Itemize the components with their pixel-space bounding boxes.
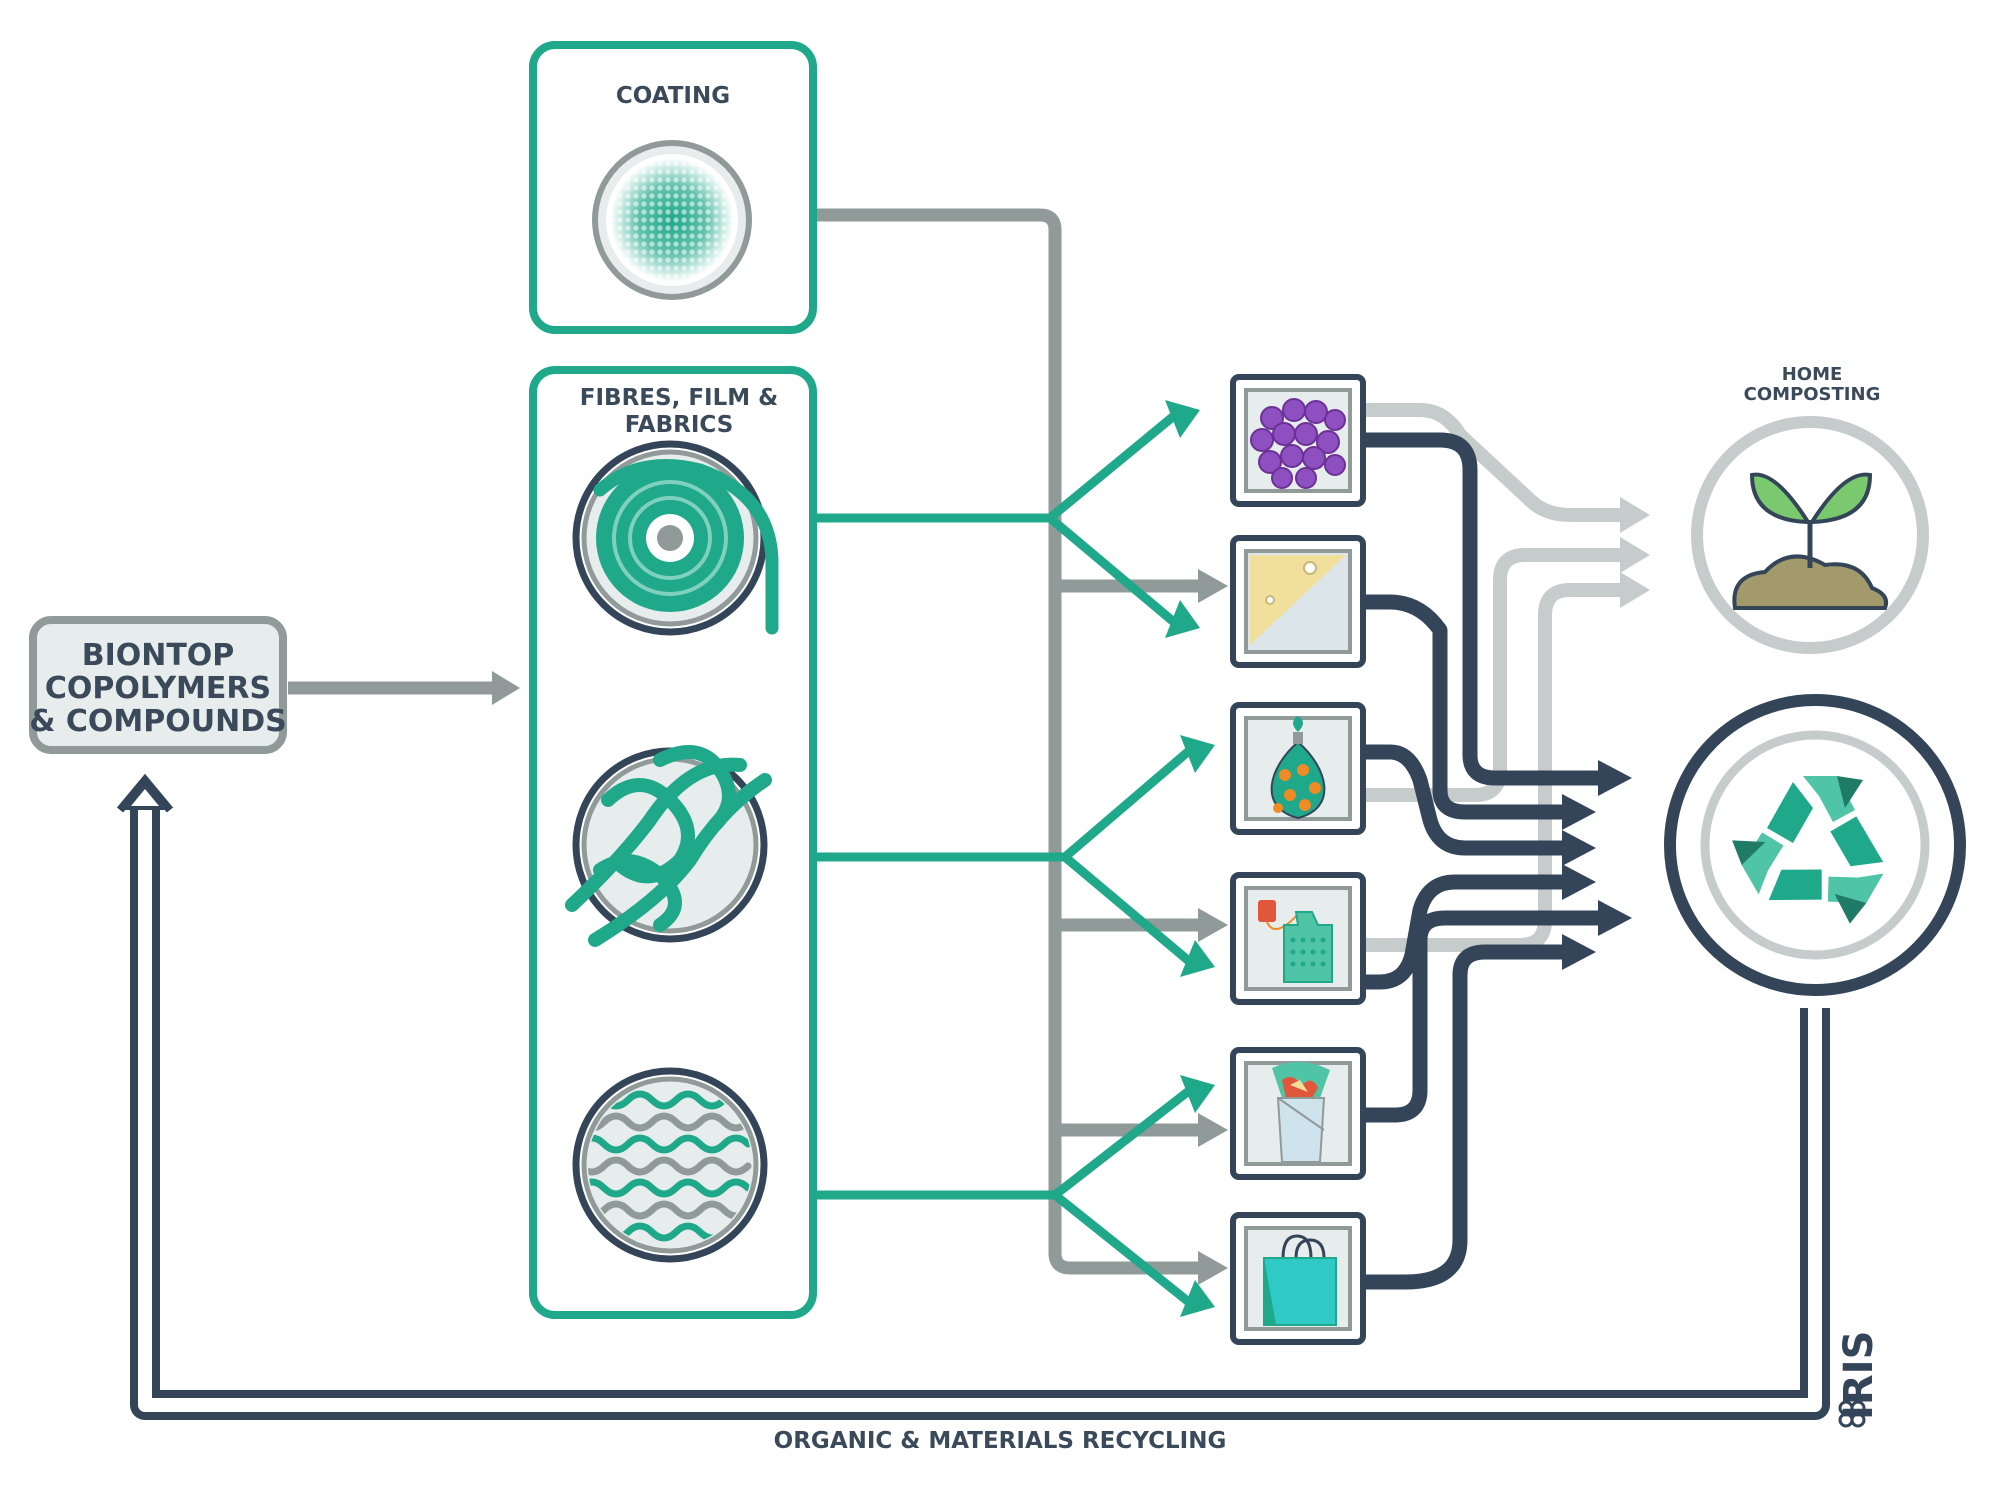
food-wrap-icon bbox=[1272, 1061, 1330, 1163]
iris-logo-text: IRIS bbox=[1836, 1331, 1882, 1420]
fibres-label-line1: FIBRES, FILM & bbox=[580, 385, 778, 411]
product-tea-bag bbox=[1230, 872, 1366, 1005]
composting-arrowheads bbox=[1620, 497, 1650, 608]
home-composting-label-line1: HOME bbox=[1782, 364, 1843, 385]
source-label-line1: BIONTOP bbox=[82, 638, 235, 673]
product-cheese-wrap bbox=[1230, 535, 1366, 668]
recycling-station bbox=[1664, 694, 1966, 996]
source-box: BIONTOP COPOLYMERS & COMPOUNDS bbox=[29, 616, 287, 754]
home-composting-label-line2: COMPOSTING bbox=[1744, 384, 1881, 405]
coating-dots-icon bbox=[592, 140, 752, 300]
coating-label: COATING bbox=[616, 83, 730, 109]
iris-logo: IRIS bbox=[1836, 1331, 1882, 1420]
fabric-weave-icon bbox=[572, 1067, 768, 1263]
grey-distribution-lines bbox=[752, 208, 1205, 1275]
recycling-label: ORGANIC & MATERIALS RECYCLING bbox=[774, 1428, 1227, 1454]
fibres-film-fabrics-panel: FIBRES, FILM & FABRICS bbox=[529, 366, 817, 1319]
home-composting: HOME COMPOSTING bbox=[1691, 364, 1929, 654]
composting-flow-lines bbox=[1360, 403, 1625, 952]
film-roll-icon bbox=[572, 440, 779, 636]
grey-arrowheads bbox=[1198, 569, 1228, 1285]
shopping-bag-icon bbox=[1263, 1234, 1337, 1326]
tea-bag-icon bbox=[1258, 900, 1333, 983]
sprout-icon bbox=[1732, 472, 1889, 610]
recycling-loop bbox=[116, 773, 1830, 1420]
source-label-line2: COPOLYMERS bbox=[45, 671, 271, 706]
coating-panel: COATING bbox=[529, 41, 817, 334]
net-bag-icon bbox=[1270, 716, 1326, 820]
green-arrowheads bbox=[1165, 400, 1215, 1317]
fibre-knot-icon bbox=[565, 745, 772, 947]
iris-logo-mark bbox=[1838, 1400, 1866, 1428]
product-net-bag bbox=[1230, 702, 1366, 835]
cheese-wrap-icon bbox=[1250, 555, 1346, 645]
source-label-line3: & COMPOUNDS bbox=[29, 704, 286, 739]
product-food-wrap bbox=[1230, 1047, 1366, 1180]
fibres-label-line2: FABRICS bbox=[625, 412, 734, 438]
recycle-icon bbox=[1732, 776, 1884, 924]
grapes-tray-icon bbox=[1250, 398, 1346, 489]
recycling-arrowheads bbox=[1562, 760, 1632, 970]
product-grapes-tray bbox=[1230, 374, 1366, 507]
recycling-flow-lines bbox=[1362, 432, 1600, 1290]
source-arrow bbox=[288, 671, 520, 705]
green-branch-lines bbox=[760, 410, 1195, 1308]
product-shopping-bag bbox=[1230, 1212, 1366, 1345]
